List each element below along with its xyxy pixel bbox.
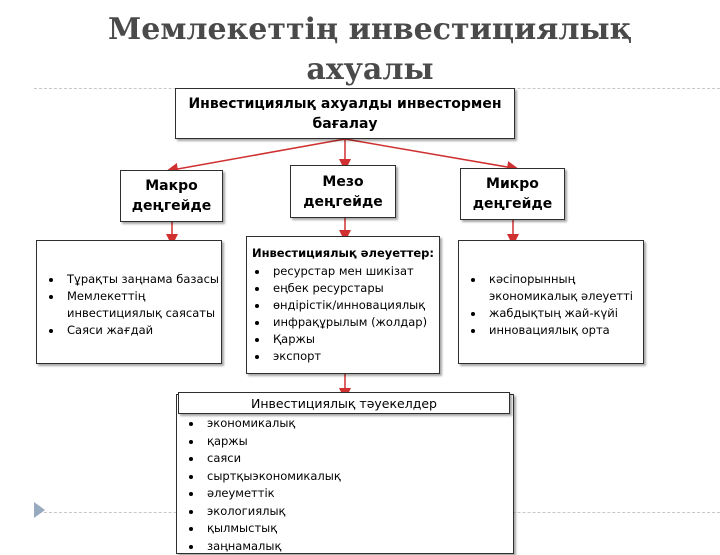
level-node-meso-label: Мезо деңгейде bbox=[291, 172, 395, 212]
list-item: экспорт bbox=[269, 348, 439, 365]
list-item: саяси bbox=[203, 450, 513, 468]
list-item: қылмыстық bbox=[203, 520, 513, 538]
list-item: сыртқыэкономикалық bbox=[203, 468, 513, 486]
level-node-macro: Макро деңгейде bbox=[120, 170, 223, 222]
root-node-label: Инвестициялық ахуалды инвестормен бағала… bbox=[176, 94, 514, 134]
list-item: қаржы bbox=[203, 433, 513, 451]
list-item: Саяси жағдай bbox=[63, 322, 221, 339]
connector-root-micro bbox=[345, 139, 513, 168]
root-node: Инвестициялық ахуалды инвестормен бағала… bbox=[175, 88, 515, 139]
list-item: заңнамалық bbox=[203, 538, 513, 555]
risks-title-box: Инвестициялық тәуекелдер bbox=[178, 392, 510, 414]
list-item: жабдықтың жай-күйі bbox=[485, 305, 643, 322]
list-item: экономикалық bbox=[203, 415, 513, 433]
list-item: кәсіпорынның экономикалық әлеуетті bbox=[485, 271, 643, 305]
micro-list: кәсіпорынның экономикалық әлеуетті жабды… bbox=[458, 240, 644, 364]
list-item: Мемлекеттің инвестициялық саясаты bbox=[63, 288, 221, 322]
level-node-micro: Микро деңгейде bbox=[460, 168, 565, 220]
list-item: ресурстар мен шикізат bbox=[269, 263, 439, 280]
list-item: Қаржы bbox=[269, 331, 439, 348]
list-item: өндірістік/инновациялық bbox=[269, 297, 439, 314]
macro-list: Тұрақты заңнама базасы Мемлекеттің инвес… bbox=[36, 240, 222, 364]
level-node-meso: Мезо деңгейде bbox=[290, 165, 396, 218]
meso-list: Инвестициялық әлеуеттер: ресурстар мен ш… bbox=[246, 236, 440, 374]
list-item: экологиялық bbox=[203, 503, 513, 521]
list-item: әлеуметтік bbox=[203, 485, 513, 503]
list-item: еңбек ресурстары bbox=[269, 280, 439, 297]
list-item: Тұрақты заңнама базасы bbox=[63, 271, 221, 288]
risks-box: экономикалық қаржы саяси сыртқыэкономика… bbox=[176, 394, 514, 554]
list-item: инновациялық орта bbox=[485, 322, 643, 339]
level-node-micro-label: Микро деңгейде bbox=[461, 174, 564, 214]
level-node-macro-label: Макро деңгейде bbox=[121, 176, 222, 216]
risks-title: Инвестициялық тәуекелдер bbox=[251, 396, 437, 411]
meso-list-heading: Инвестициялық әлеуеттер: bbox=[247, 245, 439, 261]
list-item: инфрақұрылым (жолдар) bbox=[269, 314, 439, 331]
